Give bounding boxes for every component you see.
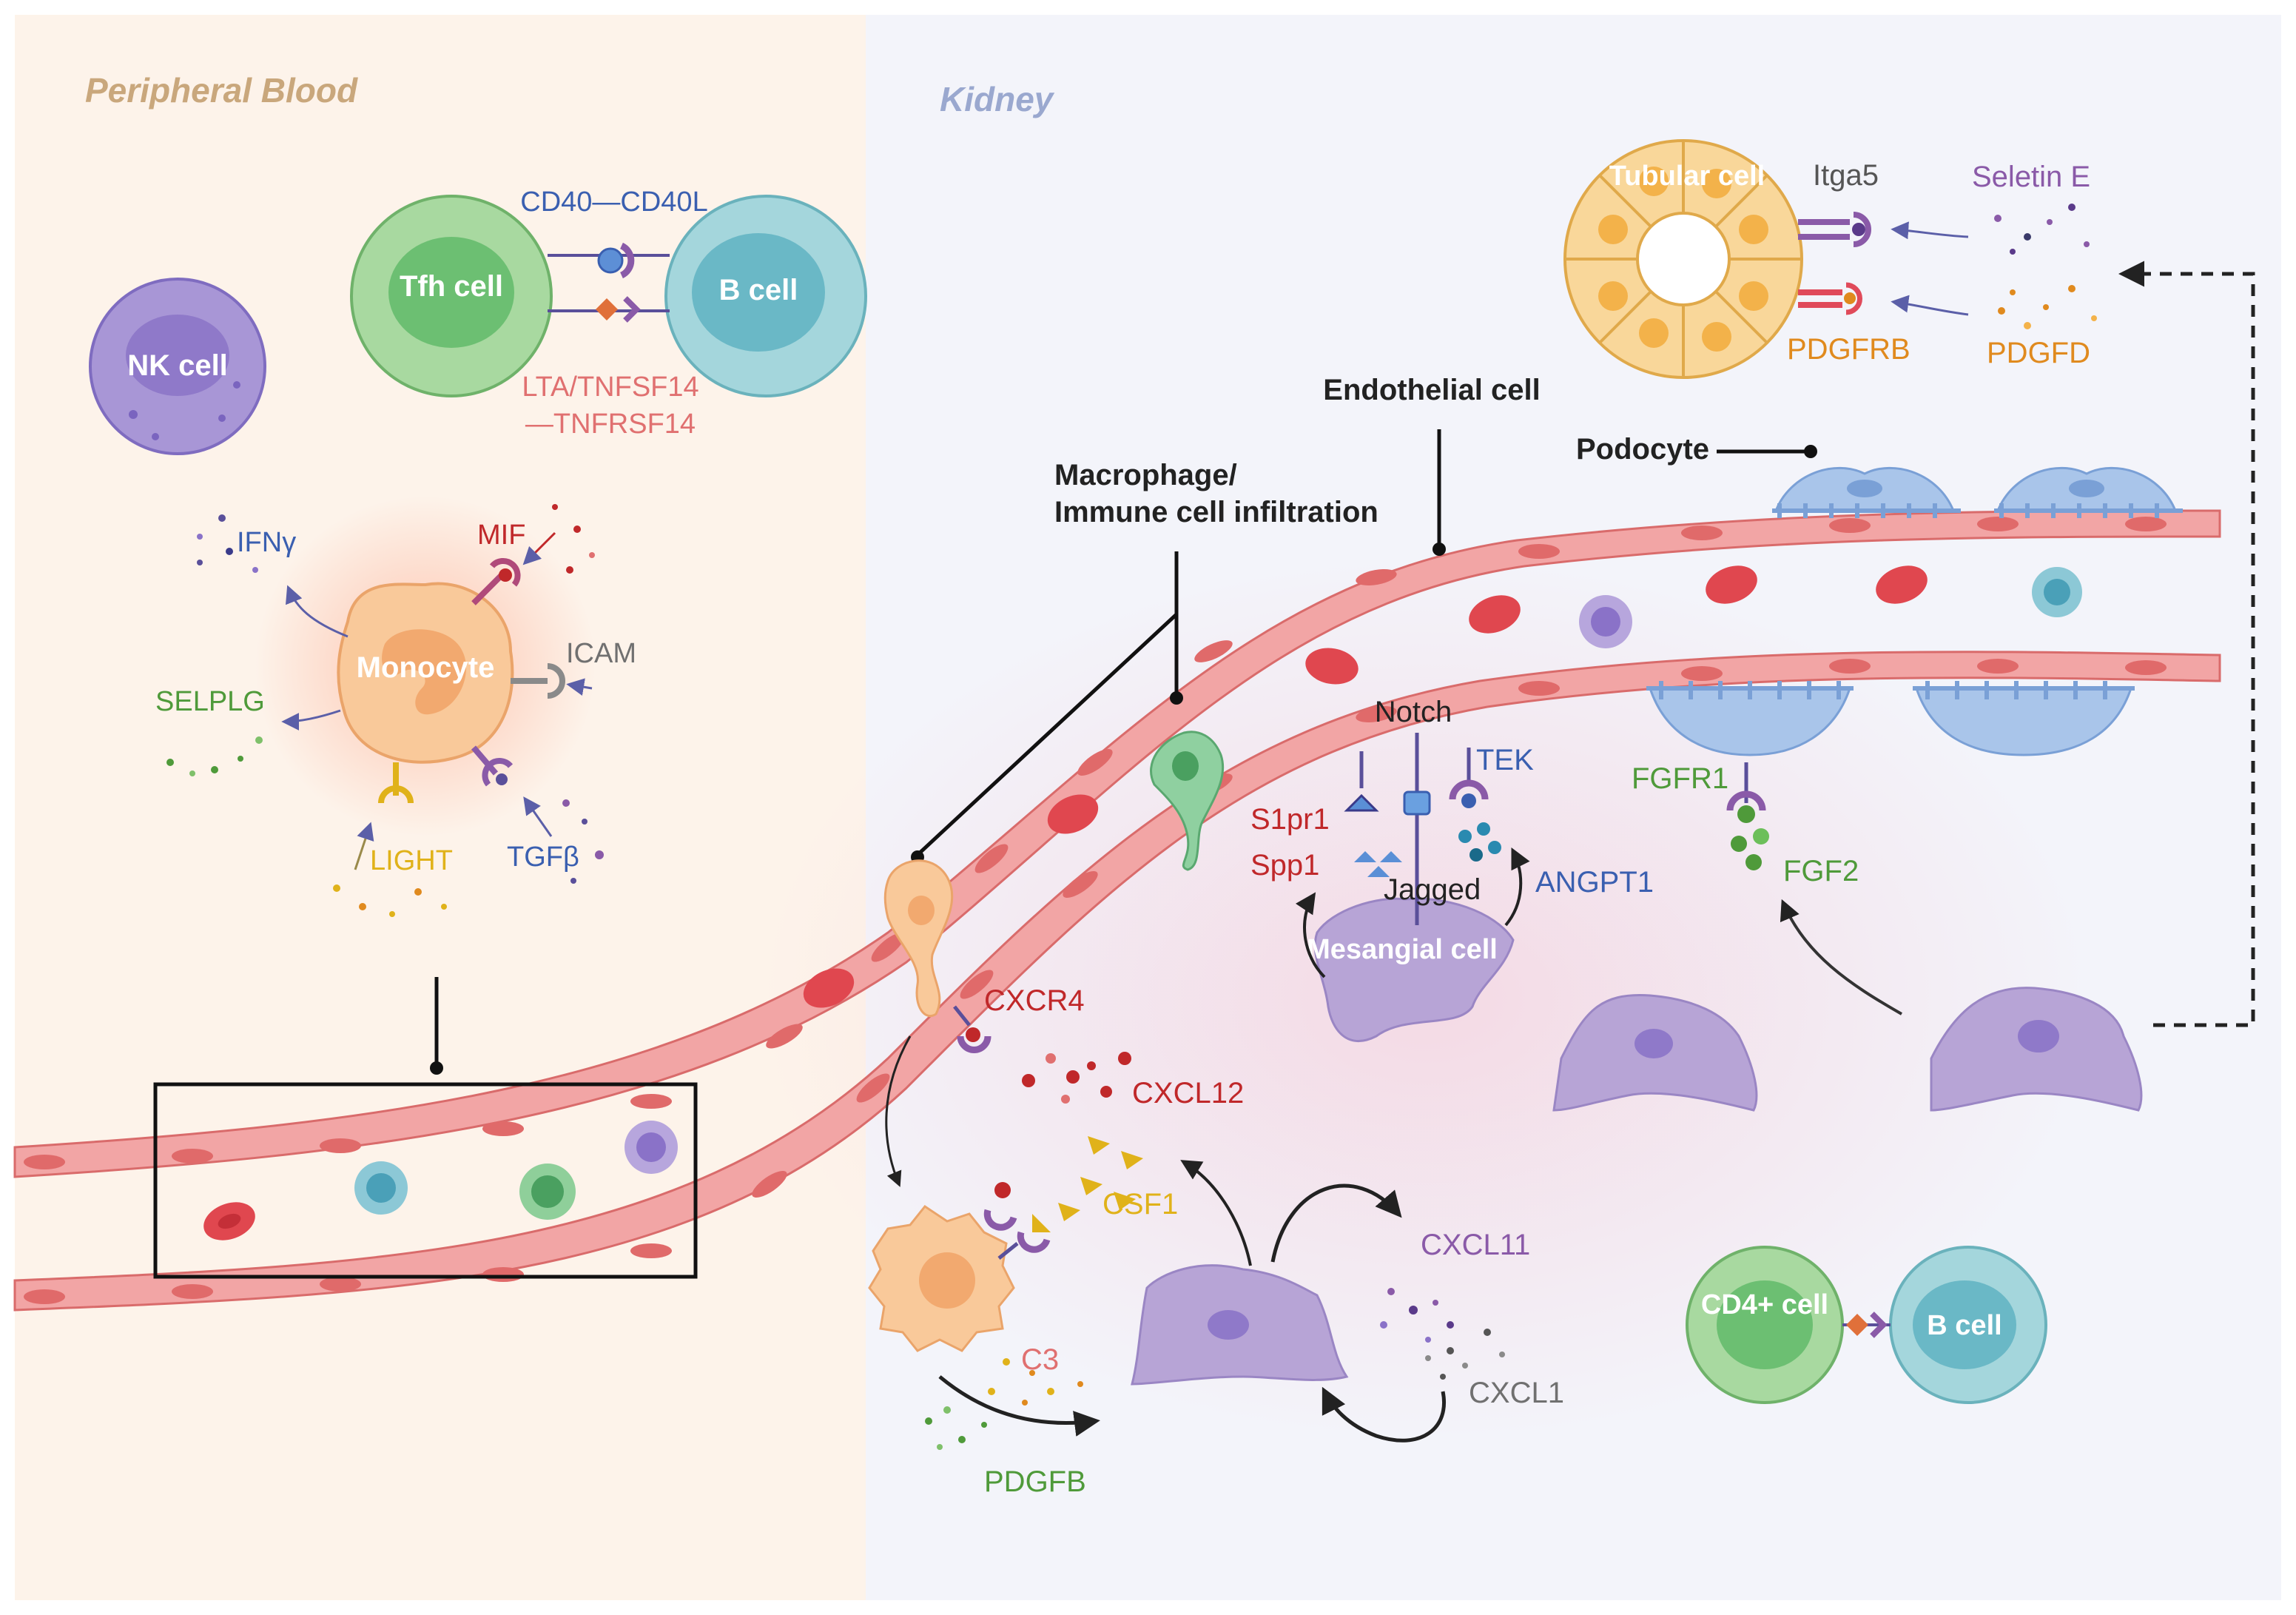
fgfr1-label: FGFR1 [1632, 762, 1728, 795]
b-cell-bottom-label: B cell [1927, 1310, 2002, 1341]
tubular-cell-label: Tubular cell [1609, 161, 1765, 192]
vessel-lumen-cells [203, 565, 2082, 1240]
c3-label: C3 [1021, 1343, 1059, 1376]
c3-dots [988, 1358, 1083, 1406]
mesangial-cell-label: Mesangial cell [1307, 934, 1498, 965]
tubular-ligand-dots [1994, 204, 2097, 329]
light-label: LIGHT [370, 845, 453, 876]
cxcl12-label: CXCL12 [1132, 1077, 1244, 1109]
mesangial-cell-bottom [1131, 1264, 1349, 1386]
cxcr4-label: CXCR4 [984, 984, 1085, 1017]
blood-vessel [13, 509, 2221, 1312]
podocyte-label: Podocyte [1576, 433, 1709, 466]
lta-label-line2: —TNFRSF14 [525, 409, 696, 440]
nk-cell: NK cell [89, 278, 266, 455]
nk-cell-label: NK cell [127, 349, 228, 382]
tfh-b-interaction: Tfh cell B cell [350, 195, 867, 397]
pdgfd-label: PDGFD [1987, 337, 2090, 369]
b-cell-top-label: B cell [719, 274, 798, 306]
cxcl12-dots [1022, 1052, 1131, 1104]
macrophage [868, 1204, 1015, 1352]
jagged-label: Jagged [1384, 873, 1481, 906]
notch-label: Notch [1375, 696, 1452, 728]
mesangial-cell-center: Mesangial cell [1307, 897, 1515, 1042]
spp1-label: Spp1 [1250, 849, 1319, 882]
fgf2-label: FGF2 [1783, 855, 1859, 887]
cxcl11-label: CXCL11 [1421, 1229, 1530, 1261]
csf1-label: CSF1 [1102, 1188, 1178, 1221]
mesangial-cell-right-1 [1552, 993, 1758, 1112]
monocyte-ligands [166, 504, 604, 917]
peripheral-blood-title: Peripheral Blood [85, 71, 358, 110]
pdgfb-label: PDGFB [984, 1465, 1086, 1498]
macrophage-label-line2: Immune cell infiltration [1054, 496, 1378, 528]
zoom-frame [153, 1082, 698, 1279]
cxcl1-dots [1425, 1329, 1505, 1380]
kidney-title: Kidney [940, 80, 1055, 118]
ifng-label: IFNγ [237, 527, 296, 558]
selplg-label: SELPLG [155, 686, 265, 717]
tubular-cell: Tubular cell [1563, 139, 1803, 379]
pdgfrb-label: PDGFRB [1787, 333, 1910, 366]
transmigrating-monocyte [883, 859, 954, 1017]
macrophage-label-line1: Macrophage/ [1054, 459, 1237, 491]
angpt1-label: ANGPT1 [1535, 866, 1654, 899]
podocytes-top [1772, 466, 2183, 518]
pdgfb-dots [925, 1406, 987, 1450]
cd4-b-interaction: CD4+ cell B cell [1686, 1246, 2047, 1404]
tgfb-label: TGFβ [507, 842, 579, 873]
cxcl1-label: CXCL1 [1469, 1377, 1564, 1409]
icam-label: ICAM [566, 638, 636, 669]
monocyte: Monocyte [255, 496, 596, 836]
itga5-label: Itga5 [1813, 159, 1879, 192]
mif-label: MIF [477, 520, 525, 551]
csf1-triangles [1058, 1136, 1143, 1221]
s1pr1-label: S1pr1 [1250, 803, 1330, 836]
podocytes-bottom [1646, 681, 2135, 756]
tek-label: TEK [1476, 744, 1534, 776]
cxcl11-dots [1380, 1288, 1454, 1343]
tfh-cell-label: Tfh cell [400, 270, 503, 303]
mesangial-cell-right-2 [1930, 987, 2143, 1112]
seletin-e-label: Seletin E [1972, 161, 2090, 193]
monocyte-label: Monocyte [357, 651, 495, 684]
cd40-label: CD40—CD40L [520, 187, 707, 218]
transmigrating-green-cell [1150, 731, 1225, 871]
endothelial-cell-label: Endothelial cell [1323, 374, 1540, 406]
lta-label-line1: LTA/TNFSF14 [522, 372, 698, 403]
cd4-cell-label: CD4+ cell [1701, 1289, 1828, 1320]
